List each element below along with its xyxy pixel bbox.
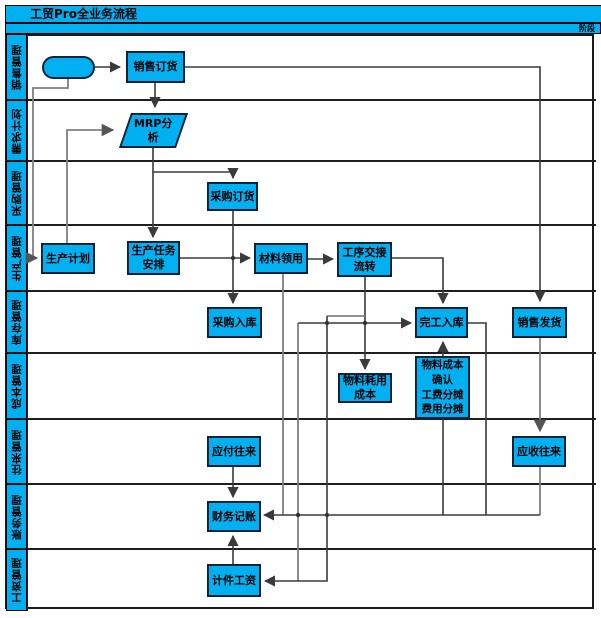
junction-dot xyxy=(230,255,236,261)
edge-finished-receipt-to-bookkeeping-line xyxy=(468,322,487,515)
node-label: 应收往来 xyxy=(517,444,561,458)
lane-label-payroll: 工资管理 xyxy=(6,549,27,611)
node-label: 生产计划 xyxy=(46,251,90,265)
lane-boundary xyxy=(5,224,596,226)
lane-boundary xyxy=(5,160,596,162)
diagram-title-bar: 工贸Pro全业务流程 xyxy=(5,5,601,23)
node-sales-delivery[interactable]: 销售发货 xyxy=(512,307,567,338)
edge-production-plan-to-mrp-analysis xyxy=(66,123,115,243)
node-sales-order[interactable]: 销售订货 xyxy=(126,51,185,83)
node-bookkeeping[interactable]: 财务记账 xyxy=(207,501,261,532)
junction-dot xyxy=(362,320,368,326)
node-production-task[interactable]: 生产任务 安排 xyxy=(127,241,180,275)
node-label: 采购订货 xyxy=(210,189,255,203)
node-label: 生产任务 安排 xyxy=(131,244,176,271)
node-process-handover[interactable]: 工序交接 流转 xyxy=(337,242,392,277)
lane-boundary xyxy=(5,418,596,420)
edge-process-handover-to-finished-receipt xyxy=(392,257,449,305)
edge-start-to-production-plan xyxy=(25,79,69,265)
node-cost-confirm[interactable]: 物料成本 确认 工费分摊 费用分摊 xyxy=(415,356,470,419)
diagram-title: 工贸Pro全业务流程 xyxy=(30,7,137,21)
lane-boundary xyxy=(5,483,596,485)
edge-mrp-analysis-to-purchase-order xyxy=(152,148,239,180)
node-production-plan[interactable]: 生产计划 xyxy=(41,243,95,274)
node-label: 财务记账 xyxy=(212,509,256,523)
lane-boundary xyxy=(5,352,596,354)
node-label: 计件工资 xyxy=(212,573,256,587)
junction-dot xyxy=(324,512,330,518)
phase-label: 阶段 xyxy=(579,24,595,33)
lane-boundary xyxy=(5,548,596,550)
node-label: 采购入库 xyxy=(212,315,257,329)
edge-junction-to-piece-wage xyxy=(263,316,328,587)
node-label: 应付往来 xyxy=(212,444,256,458)
edge-sales-order-to-sales-delivery xyxy=(185,66,546,303)
node-receivable[interactable]: 应收往来 xyxy=(512,436,566,467)
node-label: 销售发货 xyxy=(517,315,562,329)
node-purchase-order[interactable]: 采购订货 xyxy=(207,182,258,211)
node-label: 物料耗用 成本 xyxy=(343,374,387,401)
node-start[interactable] xyxy=(42,56,95,79)
node-material-requisition[interactable]: 材料领用 xyxy=(254,243,308,274)
lane-boundary xyxy=(5,99,596,101)
node-label: MRP分 析 xyxy=(134,116,173,144)
node-finished-receipt[interactable]: 完工入库 xyxy=(415,307,468,338)
node-mrp-analysis[interactable]: MRP分 析 xyxy=(118,113,189,148)
node-payable[interactable]: 应付往来 xyxy=(207,436,261,467)
node-label: 材料领用 xyxy=(259,251,303,265)
junction-dot xyxy=(324,320,330,326)
node-material-cost[interactable]: 物料耗用 成本 xyxy=(338,373,392,403)
node-label: 工序交接 流转 xyxy=(342,245,387,273)
node-purchase-receipt[interactable]: 采购入库 xyxy=(207,307,262,338)
node-label: 物料成本 确认 工费分摊 费用分摊 xyxy=(421,359,464,416)
label-column-separator xyxy=(27,34,28,611)
node-label: 销售订货 xyxy=(133,60,178,74)
junction-dot xyxy=(295,512,301,518)
lane-boundary xyxy=(5,290,596,292)
node-label: 完工入库 xyxy=(419,315,464,329)
node-piece-wage[interactable]: 计件工资 xyxy=(207,564,261,597)
